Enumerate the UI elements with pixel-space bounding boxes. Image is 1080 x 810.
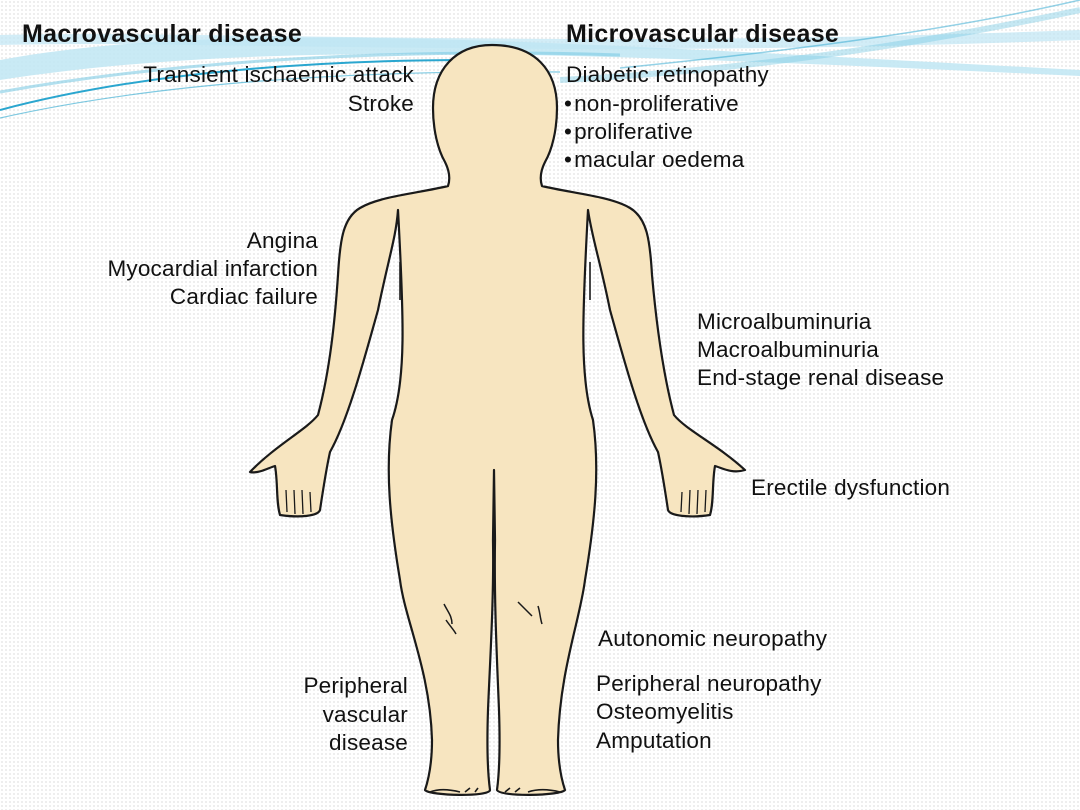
label-myocardial-infarction: Myocardial infarction [107,256,318,281]
label-tia: Transient ischaemic attack [143,62,414,87]
label-peripheral-neuropathy: Peripheral neuropathy [596,671,822,696]
label-macular-oedema: macular oedema [564,146,744,175]
label-erectile-dysfunction: Erectile dysfunction [751,475,951,500]
label-end-stage-renal-disease: End-stage renal disease [697,365,945,390]
human-body-outline [248,43,747,796]
microvascular-heading: Microvascular disease [566,20,840,48]
label-angina: Angina [246,228,318,253]
label-microalbuminuria: Microalbuminuria [697,309,872,334]
label-vascular: vascular [322,702,408,727]
label-disease: disease [329,730,408,755]
label-autonomic-neuropathy: Autonomic neuropathy [598,626,828,651]
label-peripheral: Peripheral [303,673,408,698]
label-stroke: Stroke [347,91,414,116]
label-osteomyelitis: Osteomyelitis [596,699,734,724]
label-diabetic-retinopathy: Diabetic retinopathy [566,62,769,87]
label-macroalbuminuria: Macroalbuminuria [697,337,880,362]
macrovascular-heading: Macrovascular disease [22,20,303,48]
label-cardiac-failure: Cardiac failure [169,284,318,309]
label-amputation: Amputation [596,728,712,753]
label-proliferative: proliferative [564,118,693,147]
label-non-proliferative: non-proliferative [564,90,739,119]
